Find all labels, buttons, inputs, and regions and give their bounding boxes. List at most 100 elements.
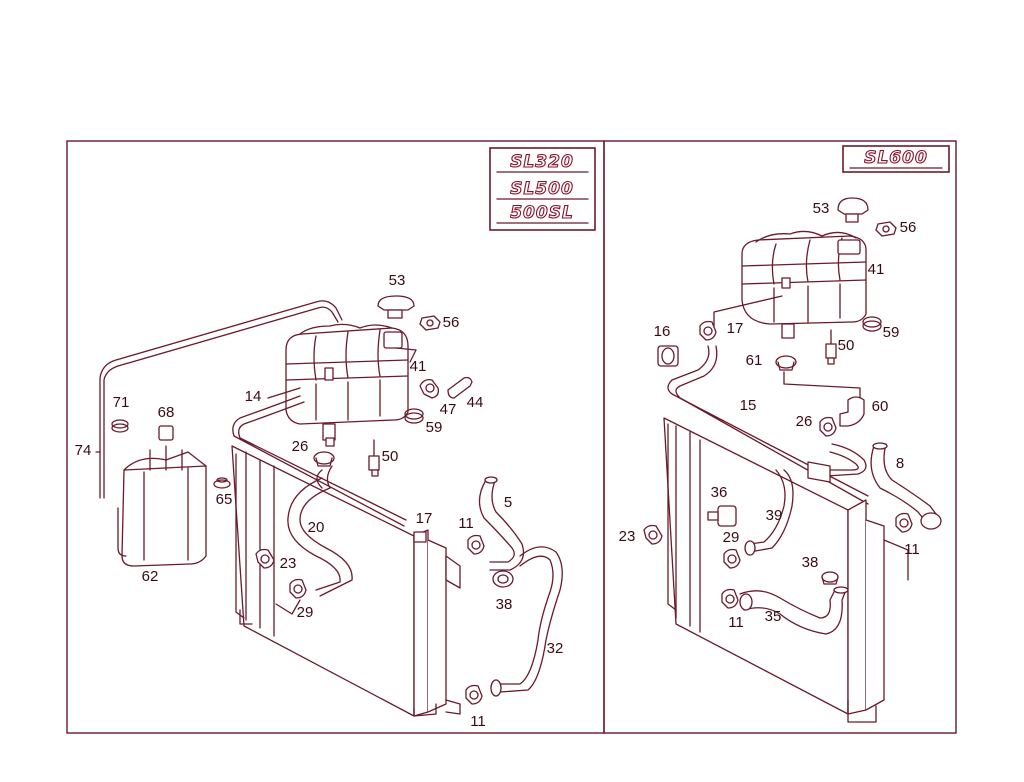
label-36: 36 [711, 484, 728, 501]
pressure-cap-53-right [837, 197, 869, 223]
label-65: 65 [216, 491, 233, 508]
nut-65 [213, 477, 231, 489]
label-26-right: 26 [796, 413, 813, 430]
label-41-right: 41 [868, 261, 885, 278]
level-sensor-stub [324, 367, 334, 381]
cap-68 [158, 425, 174, 441]
label-68: 68 [158, 404, 175, 421]
label-17-right: 17 [727, 320, 744, 337]
label-26: 26 [292, 438, 309, 455]
hose-clamp-26-right [819, 416, 837, 437]
right-panel-frame [603, 140, 957, 734]
label-11-upper-right: 11 [904, 541, 920, 558]
coolant-hose-5 [478, 476, 525, 571]
label-39: 39 [766, 507, 783, 524]
label-59: 59 [426, 419, 443, 436]
coolant-hose-20 [287, 465, 353, 597]
clamp-23-right [643, 524, 663, 545]
reservoir-62 [117, 445, 207, 567]
part-labels-right: 53 56 41 16 17 59 61 50 15 60 26 8 36 39… [619, 200, 920, 631]
label-23: 23 [280, 555, 297, 572]
label-17: 17 [416, 510, 433, 527]
model-badge-group-left: SL320 SL500 500SL [489, 147, 596, 231]
label-59-right: 59 [883, 324, 900, 341]
label-11-lower-right: 11 [728, 614, 744, 631]
coolant-pipe-14 [232, 395, 407, 527]
coolant-hose-32 [490, 546, 563, 697]
label-60: 60 [872, 398, 889, 415]
label-11-lower: 11 [470, 713, 486, 730]
model-badge-sl320: SL320 [510, 152, 574, 172]
temperature-sensor-50-left [368, 439, 380, 477]
elbow-hose-60 [839, 396, 865, 427]
clamp-61 [775, 355, 861, 399]
label-15: 15 [740, 397, 757, 414]
coolant-hose-35 [739, 586, 849, 635]
label-56-right: 56 [900, 219, 917, 236]
label-62: 62 [142, 568, 159, 585]
grommet-71 [111, 419, 129, 433]
label-20: 20 [308, 519, 325, 536]
model-badge-500sl: 500SL [510, 203, 574, 223]
label-11-upper: 11 [458, 515, 474, 532]
label-32: 32 [547, 640, 564, 657]
coolant-pipe-15 [667, 345, 869, 505]
label-23-right: 23 [619, 528, 636, 545]
connector-hose [807, 443, 867, 483]
leader-lines-left [95, 347, 417, 453]
label-29-right: 29 [723, 529, 740, 546]
label-47: 47 [440, 401, 457, 418]
model-badge-sl600: SL600 [864, 148, 928, 168]
label-53-right: 53 [813, 200, 830, 217]
part-labels-left: 74 71 68 65 62 14 53 56 41 47 44 59 26 5… [75, 272, 564, 730]
label-50-right: 50 [838, 337, 855, 354]
hose-clamp-47 [419, 378, 440, 399]
clamp-11-lower-right [721, 588, 739, 609]
right-panel: SL600 [619, 145, 950, 723]
label-14: 14 [245, 388, 262, 405]
label-74: 74 [75, 442, 92, 459]
clamp-38-right [821, 571, 839, 585]
label-29: 29 [297, 604, 314, 621]
expansion-tank-right [741, 230, 867, 339]
pressure-cap-53-left [377, 295, 415, 319]
fitting-36 [707, 505, 737, 527]
coolant-hose-8 [870, 442, 942, 530]
hose-piece-44 [447, 376, 473, 399]
vent-line-74 [99, 300, 343, 499]
clamp-17-right [699, 295, 783, 341]
grommet-59-right [862, 316, 882, 332]
temperature-sensor-50-right [825, 329, 837, 365]
left-panel: SL320 SL500 500SL [75, 147, 596, 730]
label-38: 38 [496, 596, 513, 613]
filler-neck [383, 331, 403, 349]
expansion-tank-left [285, 323, 409, 447]
clamp-23-left [255, 548, 275, 569]
model-badge-group-right: SL600 [842, 145, 950, 173]
label-71: 71 [113, 394, 130, 411]
label-50: 50 [382, 448, 399, 465]
label-41: 41 [410, 358, 427, 375]
radiator-left [231, 445, 461, 717]
label-16: 16 [654, 323, 671, 340]
radiator-right [663, 417, 909, 723]
label-8: 8 [896, 455, 904, 472]
label-61: 61 [746, 352, 763, 369]
label-38-right: 38 [802, 554, 819, 571]
nut-56-right [875, 221, 897, 237]
clamp-38-left [492, 570, 514, 588]
label-56: 56 [443, 314, 460, 331]
model-badge-sl500: SL500 [510, 179, 574, 199]
clamp-11-lower-left [465, 684, 483, 705]
clamp-11-upper-left [467, 534, 485, 555]
nut-56-left [419, 315, 441, 331]
clamp-11-upper-right [895, 512, 913, 533]
label-35: 35 [765, 608, 782, 625]
clamp-17-left [413, 531, 427, 543]
label-44: 44 [467, 394, 484, 411]
label-53: 53 [389, 272, 406, 289]
hose-clamp-26-left [313, 451, 335, 467]
clamp-29-right [723, 548, 741, 569]
label-5: 5 [504, 494, 512, 511]
